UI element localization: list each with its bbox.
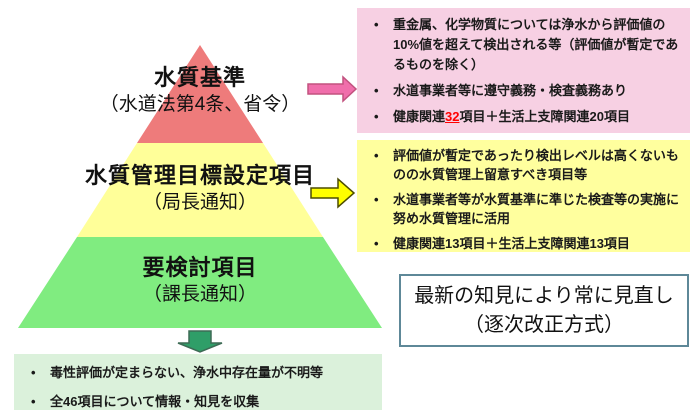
bullet-item: • 水道事業者等に遵守義務・検査義務あり	[363, 81, 684, 101]
bullet-text: 毒性評価が定まらない、浄水中存在量が不明等	[50, 365, 324, 380]
management-arrow-icon	[310, 177, 356, 209]
pyramid-level2-shape	[77, 143, 323, 237]
bullet-marker: •	[374, 236, 379, 251]
count-prefix: 健康関連	[393, 109, 446, 124]
bullet-text: 水道事業者等に遵守義務・検査義務あり	[393, 83, 628, 98]
bullet-marker: •	[31, 394, 36, 409]
level1-subtitle: （水道法第4条、省令）	[99, 94, 301, 115]
bullet-item: • 毒性評価が定まらない、浄水中存在量が不明等	[20, 363, 376, 383]
bullet-item: • 重金属、化学物質については浄水から評価値の10%値を超えて検出される等（評価…	[363, 15, 684, 75]
level3-subtitle: （課長通知）	[142, 284, 257, 305]
bullet-marker: •	[374, 109, 379, 124]
bullet-marker: •	[374, 148, 379, 163]
bullet-text: 健康関連13項目＋生活上支障関連13項目	[393, 236, 630, 251]
bullet-marker: •	[374, 192, 379, 207]
review-policy-box: 最新の知見により常に見直し （逐次改正方式）	[399, 274, 689, 347]
bullet-text: 水道事業者等が水質基準に準じた検査等の実施に努め水質管理に活用	[393, 192, 680, 226]
review-line2: （逐次改正方式）	[464, 313, 624, 336]
bullet-item: • 健康関連32項目＋生活上支障関連20項目	[363, 107, 684, 127]
management-detail-box: • 評価値が暫定であったり検出レベルは高くないものの水質管理上留意すべき項目等 …	[357, 140, 690, 252]
bullet-marker: •	[374, 83, 379, 98]
review-line1: 最新の知見により常に見直し	[414, 284, 674, 307]
pending-arrow-icon	[177, 330, 223, 353]
pyramid-level3-shape	[18, 237, 382, 328]
count-suffix: 項目＋生活上支障関連20項目	[459, 109, 630, 124]
level2-subtitle: （局長通知）	[142, 192, 257, 213]
level3-title: 要検討項目	[142, 255, 258, 280]
standards-arrow-icon	[307, 75, 358, 103]
bullet-item: • 評価値が暫定であったり検出レベルは高くないものの水質管理上留意すべき項目等	[363, 146, 684, 184]
bullet-item: • 全46項目について情報・知見を収集	[20, 392, 376, 412]
bullet-text: 健康関連32項目＋生活上支障関連20項目	[393, 109, 630, 124]
count-highlight: 32	[445, 109, 460, 124]
level2-title: 水質管理目標設定項目	[84, 163, 315, 188]
bullet-marker: •	[374, 17, 379, 32]
standards-detail-box: • 重金属、化学物質については浄水から評価値の10%値を超えて検出される等（評価…	[357, 8, 690, 133]
pending-detail-box: • 毒性評価が定まらない、浄水中存在量が不明等 • 全46項目について情報・知見…	[14, 354, 382, 410]
level1-title: 水質基準	[153, 65, 246, 90]
pyramid-level1-shape	[137, 45, 263, 143]
bullet-text: 評価値が暫定であったり検出レベルは高くないものの水質管理上留意すべき項目等	[393, 148, 679, 182]
pyramid-label-standards: 水質基準 （水道法第4条、省令）	[0, 64, 400, 118]
bullet-text: 全46項目について情報・知見を収集	[50, 394, 260, 409]
bullet-text: 重金属、化学物質については浄水から評価値の10%値を超えて検出される等（評価値が…	[393, 17, 679, 72]
pyramid-label-management: 水質管理目標設定項目 （局長通知）	[0, 162, 400, 216]
pyramid-label-pending: 要検討項目 （課長通知）	[0, 254, 400, 308]
bullet-item: • 水道事業者等が水質基準に準じた検査等の実施に努め水質管理に活用	[363, 190, 684, 228]
bullet-marker: •	[31, 365, 36, 380]
bullet-item: • 健康関連13項目＋生活上支障関連13項目	[363, 234, 684, 253]
